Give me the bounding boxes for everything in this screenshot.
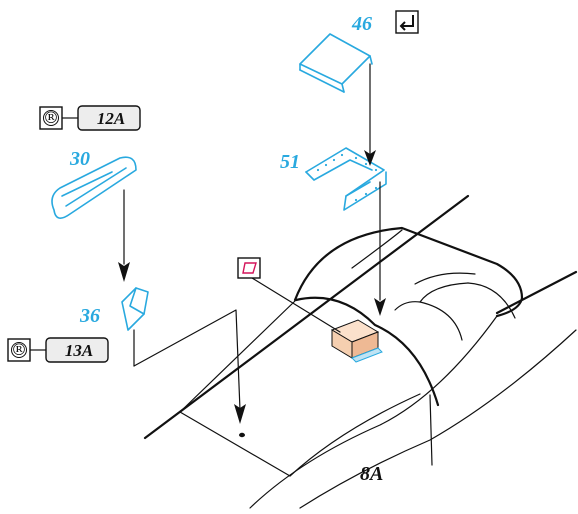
body-lower-2 [289, 393, 421, 477]
glue-block [330, 319, 383, 363]
part-46-shape [299, 33, 373, 93]
canopy-inner-frame [394, 301, 463, 341]
body-lower-5 [429, 394, 433, 466]
body-lower-4 [299, 329, 577, 509]
part-30-number: 30 [69, 148, 90, 170]
svg-text:®: ® [11, 340, 27, 359]
model-body [143, 194, 578, 509]
ref-tag-12a: ® 12A [39, 105, 141, 131]
mount-hole [239, 432, 245, 438]
canopy-rib-2 [467, 282, 516, 319]
body-lower-3 [249, 315, 498, 509]
fold-arrow-icon [395, 10, 419, 34]
body-right-spine [495, 270, 578, 315]
body-top-edge [143, 194, 470, 440]
canopy-frame [293, 226, 524, 318]
canopy-inner-left [351, 229, 403, 269]
step-label: 8A [360, 463, 383, 485]
canopy-rib-3 [414, 272, 476, 285]
canopy-rib-1 [419, 282, 469, 303]
svg-text:®: ® [43, 108, 59, 127]
part-51-number: 51 [280, 151, 300, 173]
glue-icon [237, 257, 261, 279]
ref-tag-13a: ® 13A [7, 337, 109, 363]
ref-13a-label: 13A [65, 341, 93, 360]
part-30-shape [51, 156, 137, 219]
part-36-shape [121, 287, 149, 331]
part-51-shape [305, 147, 387, 211]
part-46-number: 46 [351, 13, 372, 35]
ref-12a-label: 12A [97, 109, 125, 128]
body-lower-1 [179, 411, 291, 477]
part-36-number: 36 [79, 305, 100, 327]
fairing-front [294, 296, 440, 407]
assembly-arrows [118, 63, 386, 424]
